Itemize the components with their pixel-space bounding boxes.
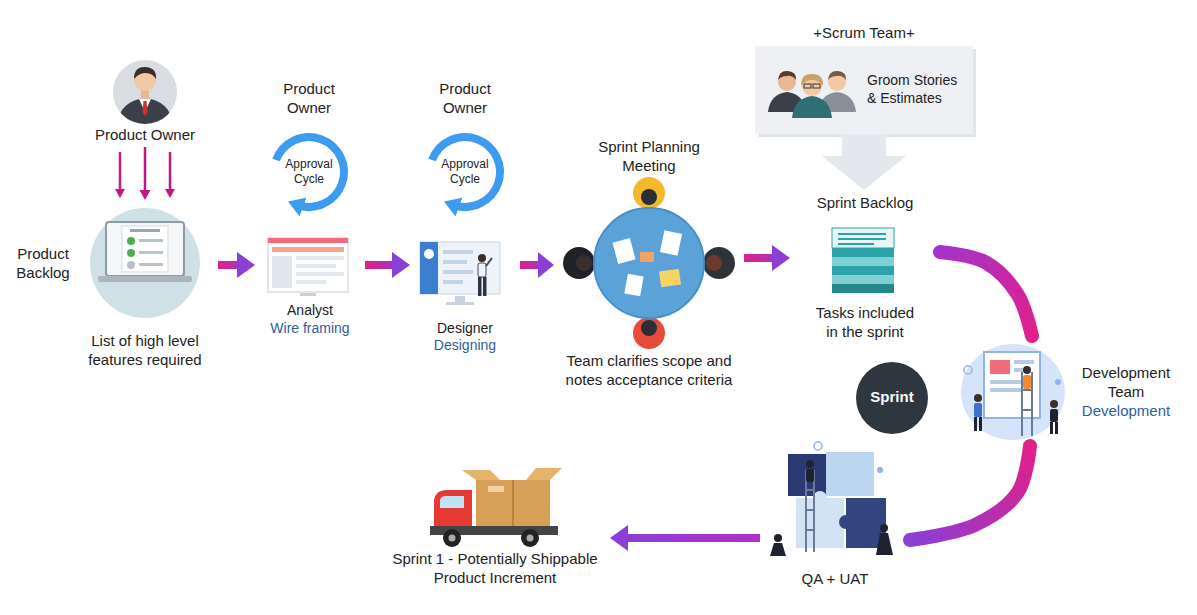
- sprint-backlog-node: Sprint BacklogTasks included in the spri…: [790, 190, 940, 344]
- node-title: Sprint Planning Meeting: [584, 138, 714, 176]
- node-title: Product Owner: [430, 80, 500, 118]
- scrum-team-panel: [755, 46, 976, 137]
- development-illustration: [961, 344, 1065, 440]
- node-subtitle: List of high level features required: [72, 332, 218, 370]
- node-title: Product Owner: [85, 126, 205, 145]
- backlog-stack: [832, 228, 894, 293]
- analyst-node: AnalystWire framing: [255, 232, 365, 340]
- backlog-node: Product BacklogList of high level featur…: [8, 200, 218, 374]
- flow-arrow: [520, 261, 544, 269]
- owner-node: Product Owner: [85, 58, 205, 147]
- increment-node: Sprint 1 - Potentially Shippable Product…: [380, 466, 610, 590]
- node-subtitle: Approval Cycle: [279, 157, 339, 187]
- flow-arrow: [842, 134, 886, 170]
- puzzle-illustration: [770, 442, 893, 556]
- approval-cycle: Product OwnerApproval Cycle: [264, 80, 354, 210]
- node-subtitle: Approval Cycle: [435, 157, 495, 187]
- designer-node: DesignerDesigning: [410, 236, 520, 357]
- node-title: Sprint Backlog: [790, 194, 940, 213]
- delivery-truck: [430, 468, 562, 547]
- scrum-team-node: +Scrum Team+ Groom Stories & Estimates: [755, 20, 973, 134]
- node-subtitle: Designing: [410, 337, 520, 355]
- node-title: Designer: [410, 320, 520, 338]
- person-avatar: [113, 60, 177, 126]
- flow-arrow: [218, 261, 244, 269]
- node-title: Analyst: [255, 302, 365, 320]
- approval-cycle-arrow: [276, 137, 500, 207]
- qa-node: QA + UAT: [760, 436, 910, 594]
- designer-icon: [420, 242, 500, 305]
- node-subtitle: Groom Stories & Estimates: [867, 72, 969, 107]
- flow-arrow: [940, 252, 1032, 336]
- node-title: Product Owner: [274, 80, 344, 118]
- node-subtitle: Development: [1072, 402, 1180, 421]
- sprint-circle: Sprint: [856, 362, 928, 434]
- node-subtitle: Tasks included in the sprint: [810, 304, 920, 342]
- flow-arrow: [910, 446, 1030, 540]
- node-title: Development Team: [1072, 364, 1180, 402]
- node-title: Sprint 1 - Potentially Shippable Product…: [380, 550, 610, 588]
- node-title: Product Backlog: [12, 245, 74, 283]
- node-subtitle: Team clarifies scope and notes acceptanc…: [554, 352, 744, 390]
- development-node: Development TeamDevelopment: [955, 336, 1185, 446]
- node-title: QA + UAT: [760, 570, 910, 589]
- approval-cycle: Product OwnerApproval Cycle: [420, 80, 510, 210]
- node-title: Sprint: [856, 388, 928, 407]
- flow-arrow: [621, 534, 760, 542]
- meeting-table: [563, 177, 735, 349]
- node-subtitle: Wire framing: [255, 320, 365, 338]
- wireframe-icon: [268, 238, 348, 296]
- backlog-icon: [90, 208, 200, 318]
- flow-arrow: [144, 147, 147, 194]
- flow-arrow: [744, 254, 779, 262]
- node-title: +Scrum Team+: [755, 24, 973, 43]
- planning-node: Sprint Planning MeetingTeam clarifies sc…: [554, 136, 744, 392]
- flow-arrow: [365, 261, 399, 269]
